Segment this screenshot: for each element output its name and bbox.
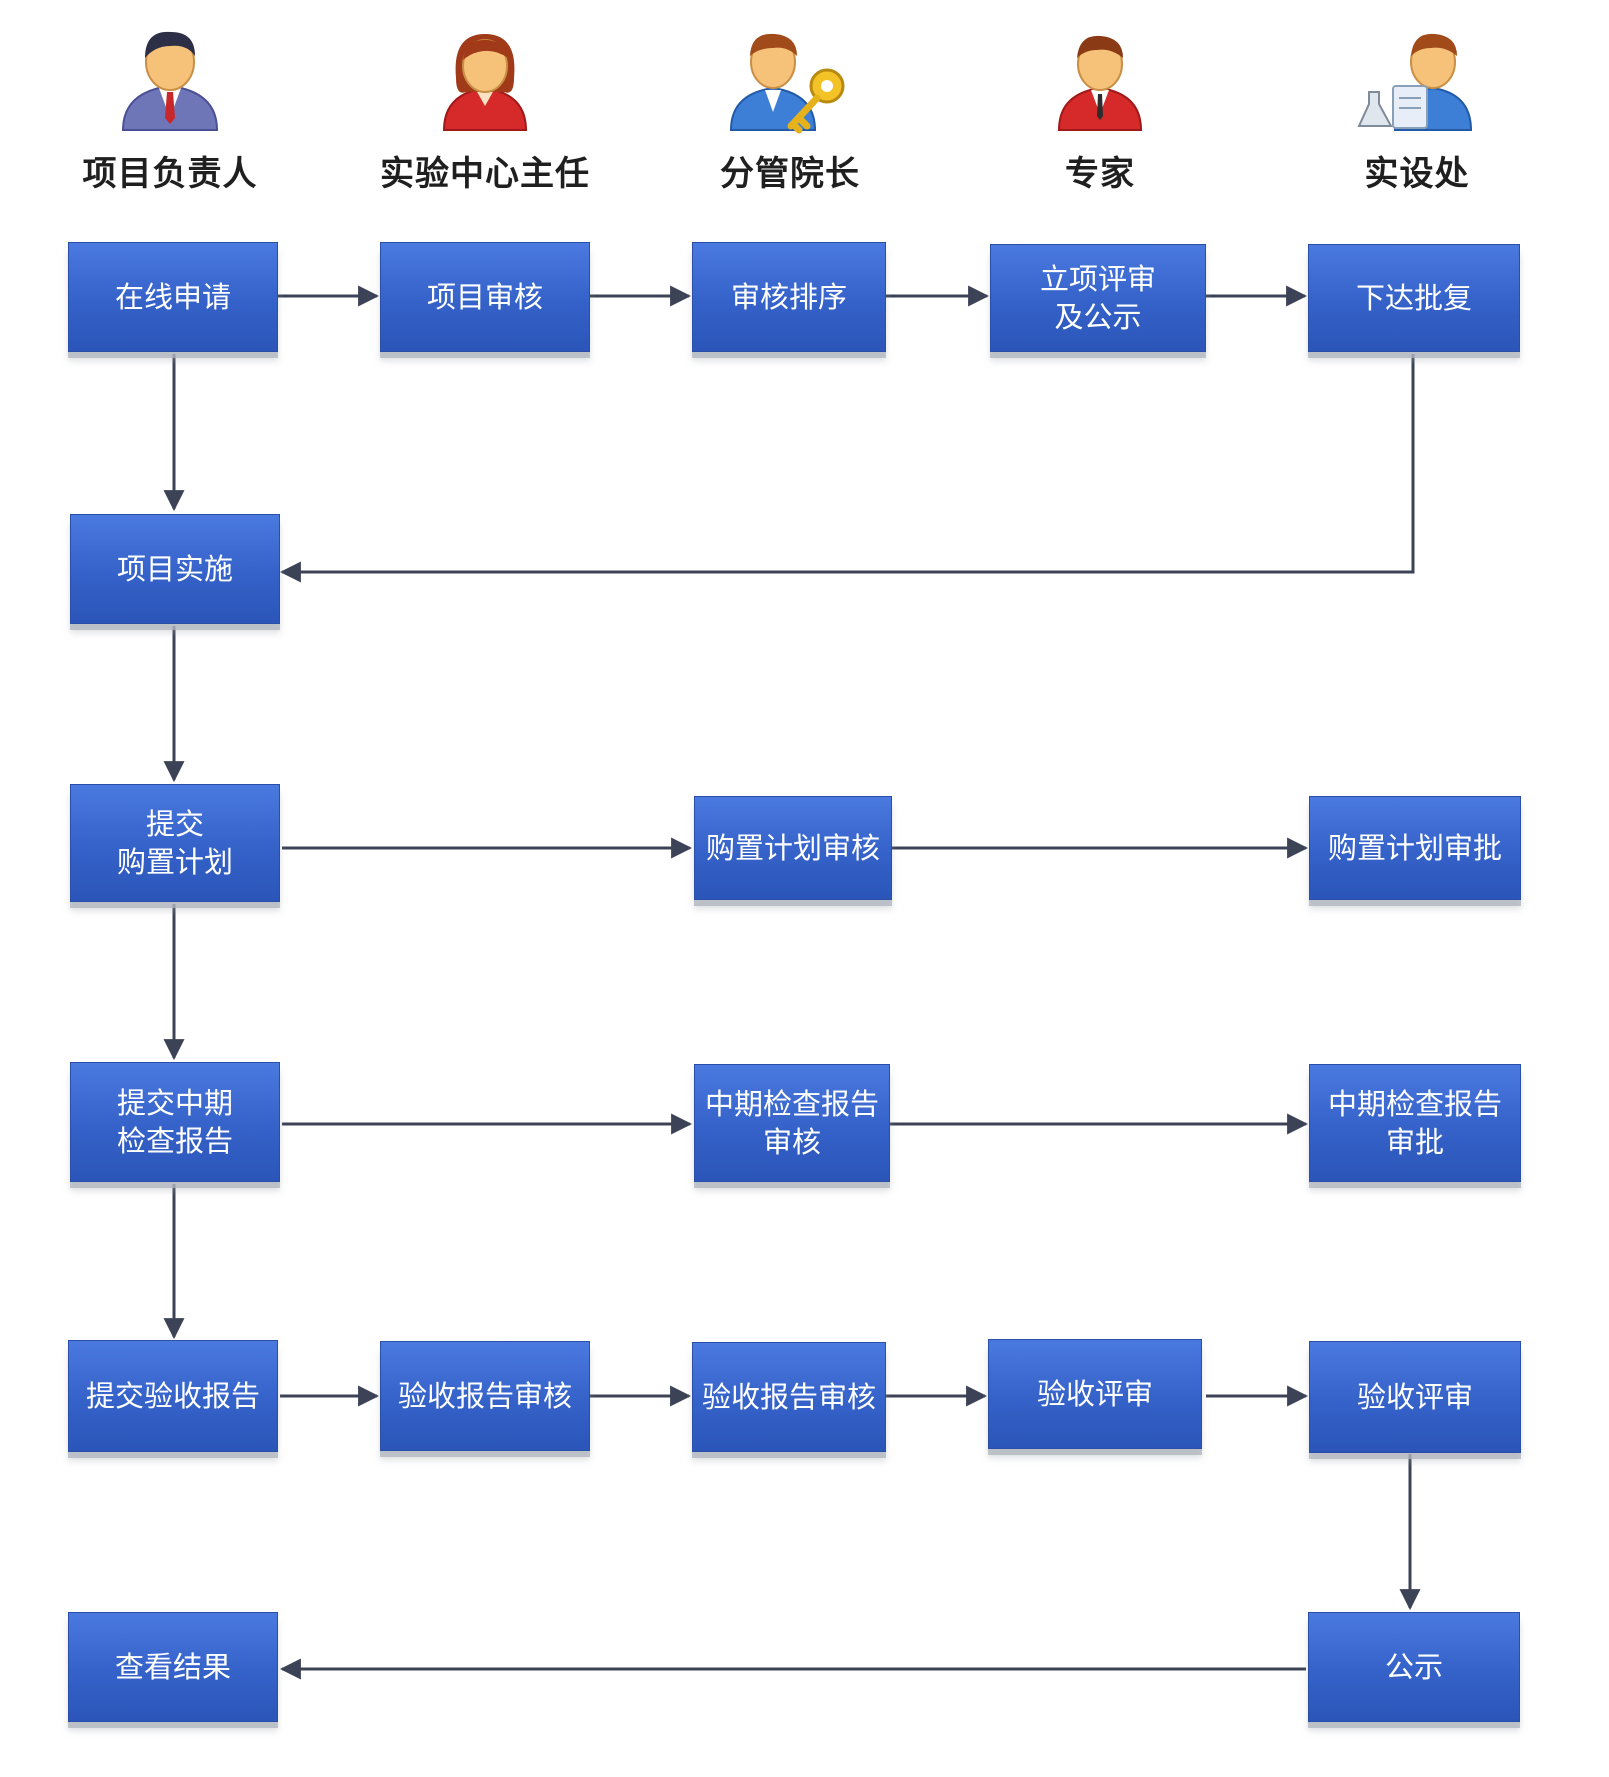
expert-avatar-icon: [1057, 35, 1143, 131]
node-submit-acceptance-report[interactable]: 提交验收报告: [68, 1340, 278, 1452]
node-acceptance-evaluation-1[interactable]: 验收评审: [988, 1339, 1202, 1449]
edge-n5-n6: [279, 354, 1415, 583]
node-label: 在线申请: [114, 280, 231, 314]
node-label: 中期检查报告 审批: [1327, 1087, 1502, 1159]
node-acceptance-report-review-1[interactable]: 验收报告审核: [380, 1341, 590, 1451]
node-label: 验收报告审核: [701, 1380, 876, 1414]
node-label: 提交 购置计划: [116, 807, 233, 879]
manager-avatar-icon: [121, 31, 219, 131]
node-project-review[interactable]: 项目审核: [380, 242, 590, 352]
node-label: 立项评审 及公示: [1039, 262, 1156, 334]
node-label: 提交验收报告: [85, 1379, 260, 1413]
node-issue-approval[interactable]: 下达批复: [1308, 244, 1520, 352]
node-midterm-report-review[interactable]: 中期检查报告 审核: [694, 1064, 890, 1182]
role-title: 分管院长: [720, 154, 860, 194]
role-lab-center-director: 实验中心主任: [365, 22, 605, 195]
node-label: 验收评审: [1356, 1380, 1473, 1414]
key-holder-avatar-icon: [729, 33, 845, 134]
role-expert: 专家: [980, 22, 1220, 195]
role-title: 实验中心主任: [380, 154, 590, 194]
node-label: 审核排序: [730, 280, 847, 314]
node-acceptance-evaluation-2[interactable]: 验收评审: [1309, 1341, 1521, 1453]
role-title: 项目负责人: [82, 154, 258, 194]
node-label: 提交中期 检查报告: [116, 1086, 233, 1158]
node-review-ranking[interactable]: 审核排序: [692, 242, 886, 352]
node-publicity[interactable]: 公示: [1308, 1612, 1520, 1722]
role-title: 实设处: [1364, 154, 1470, 194]
node-label: 购置计划审批: [1327, 831, 1502, 865]
node-purchase-plan-review[interactable]: 购置计划审核: [694, 796, 892, 900]
woman-avatar-icon: [442, 34, 528, 131]
node-label: 购置计划审核: [705, 831, 880, 865]
node-view-results[interactable]: 查看结果: [68, 1612, 278, 1722]
node-label: 项目审核: [426, 280, 543, 314]
role-lab-equipment-office: 实设处: [1297, 22, 1537, 195]
node-approval-review-publicity[interactable]: 立项评审 及公示: [990, 244, 1206, 352]
node-submit-midterm-report[interactable]: 提交中期 检查报告: [70, 1062, 280, 1182]
node-label: 中期检查报告 审核: [704, 1087, 879, 1159]
node-label: 下达批复: [1355, 281, 1472, 315]
node-acceptance-report-review-2[interactable]: 验收报告审核: [692, 1342, 886, 1452]
role-title: 专家: [1065, 154, 1135, 194]
node-midterm-report-approval[interactable]: 中期检查报告 审批: [1309, 1064, 1521, 1182]
node-label: 验收报告审核: [397, 1379, 572, 1413]
role-project-leader: 项目负责人: [50, 22, 290, 195]
node-label: 查看结果: [114, 1650, 231, 1684]
node-submit-purchase-plan[interactable]: 提交 购置计划: [70, 784, 280, 902]
node-label: 验收评审: [1036, 1377, 1153, 1411]
node-project-implementation[interactable]: 项目实施: [70, 514, 280, 624]
node-label: 项目实施: [116, 552, 233, 586]
node-purchase-plan-approval[interactable]: 购置计划审批: [1309, 796, 1521, 900]
lab-staff-avatar-icon: [1357, 33, 1473, 131]
role-vice-dean: 分管院长: [670, 22, 910, 195]
node-label: 公示: [1384, 1650, 1443, 1684]
node-online-application[interactable]: 在线申请: [68, 242, 278, 352]
